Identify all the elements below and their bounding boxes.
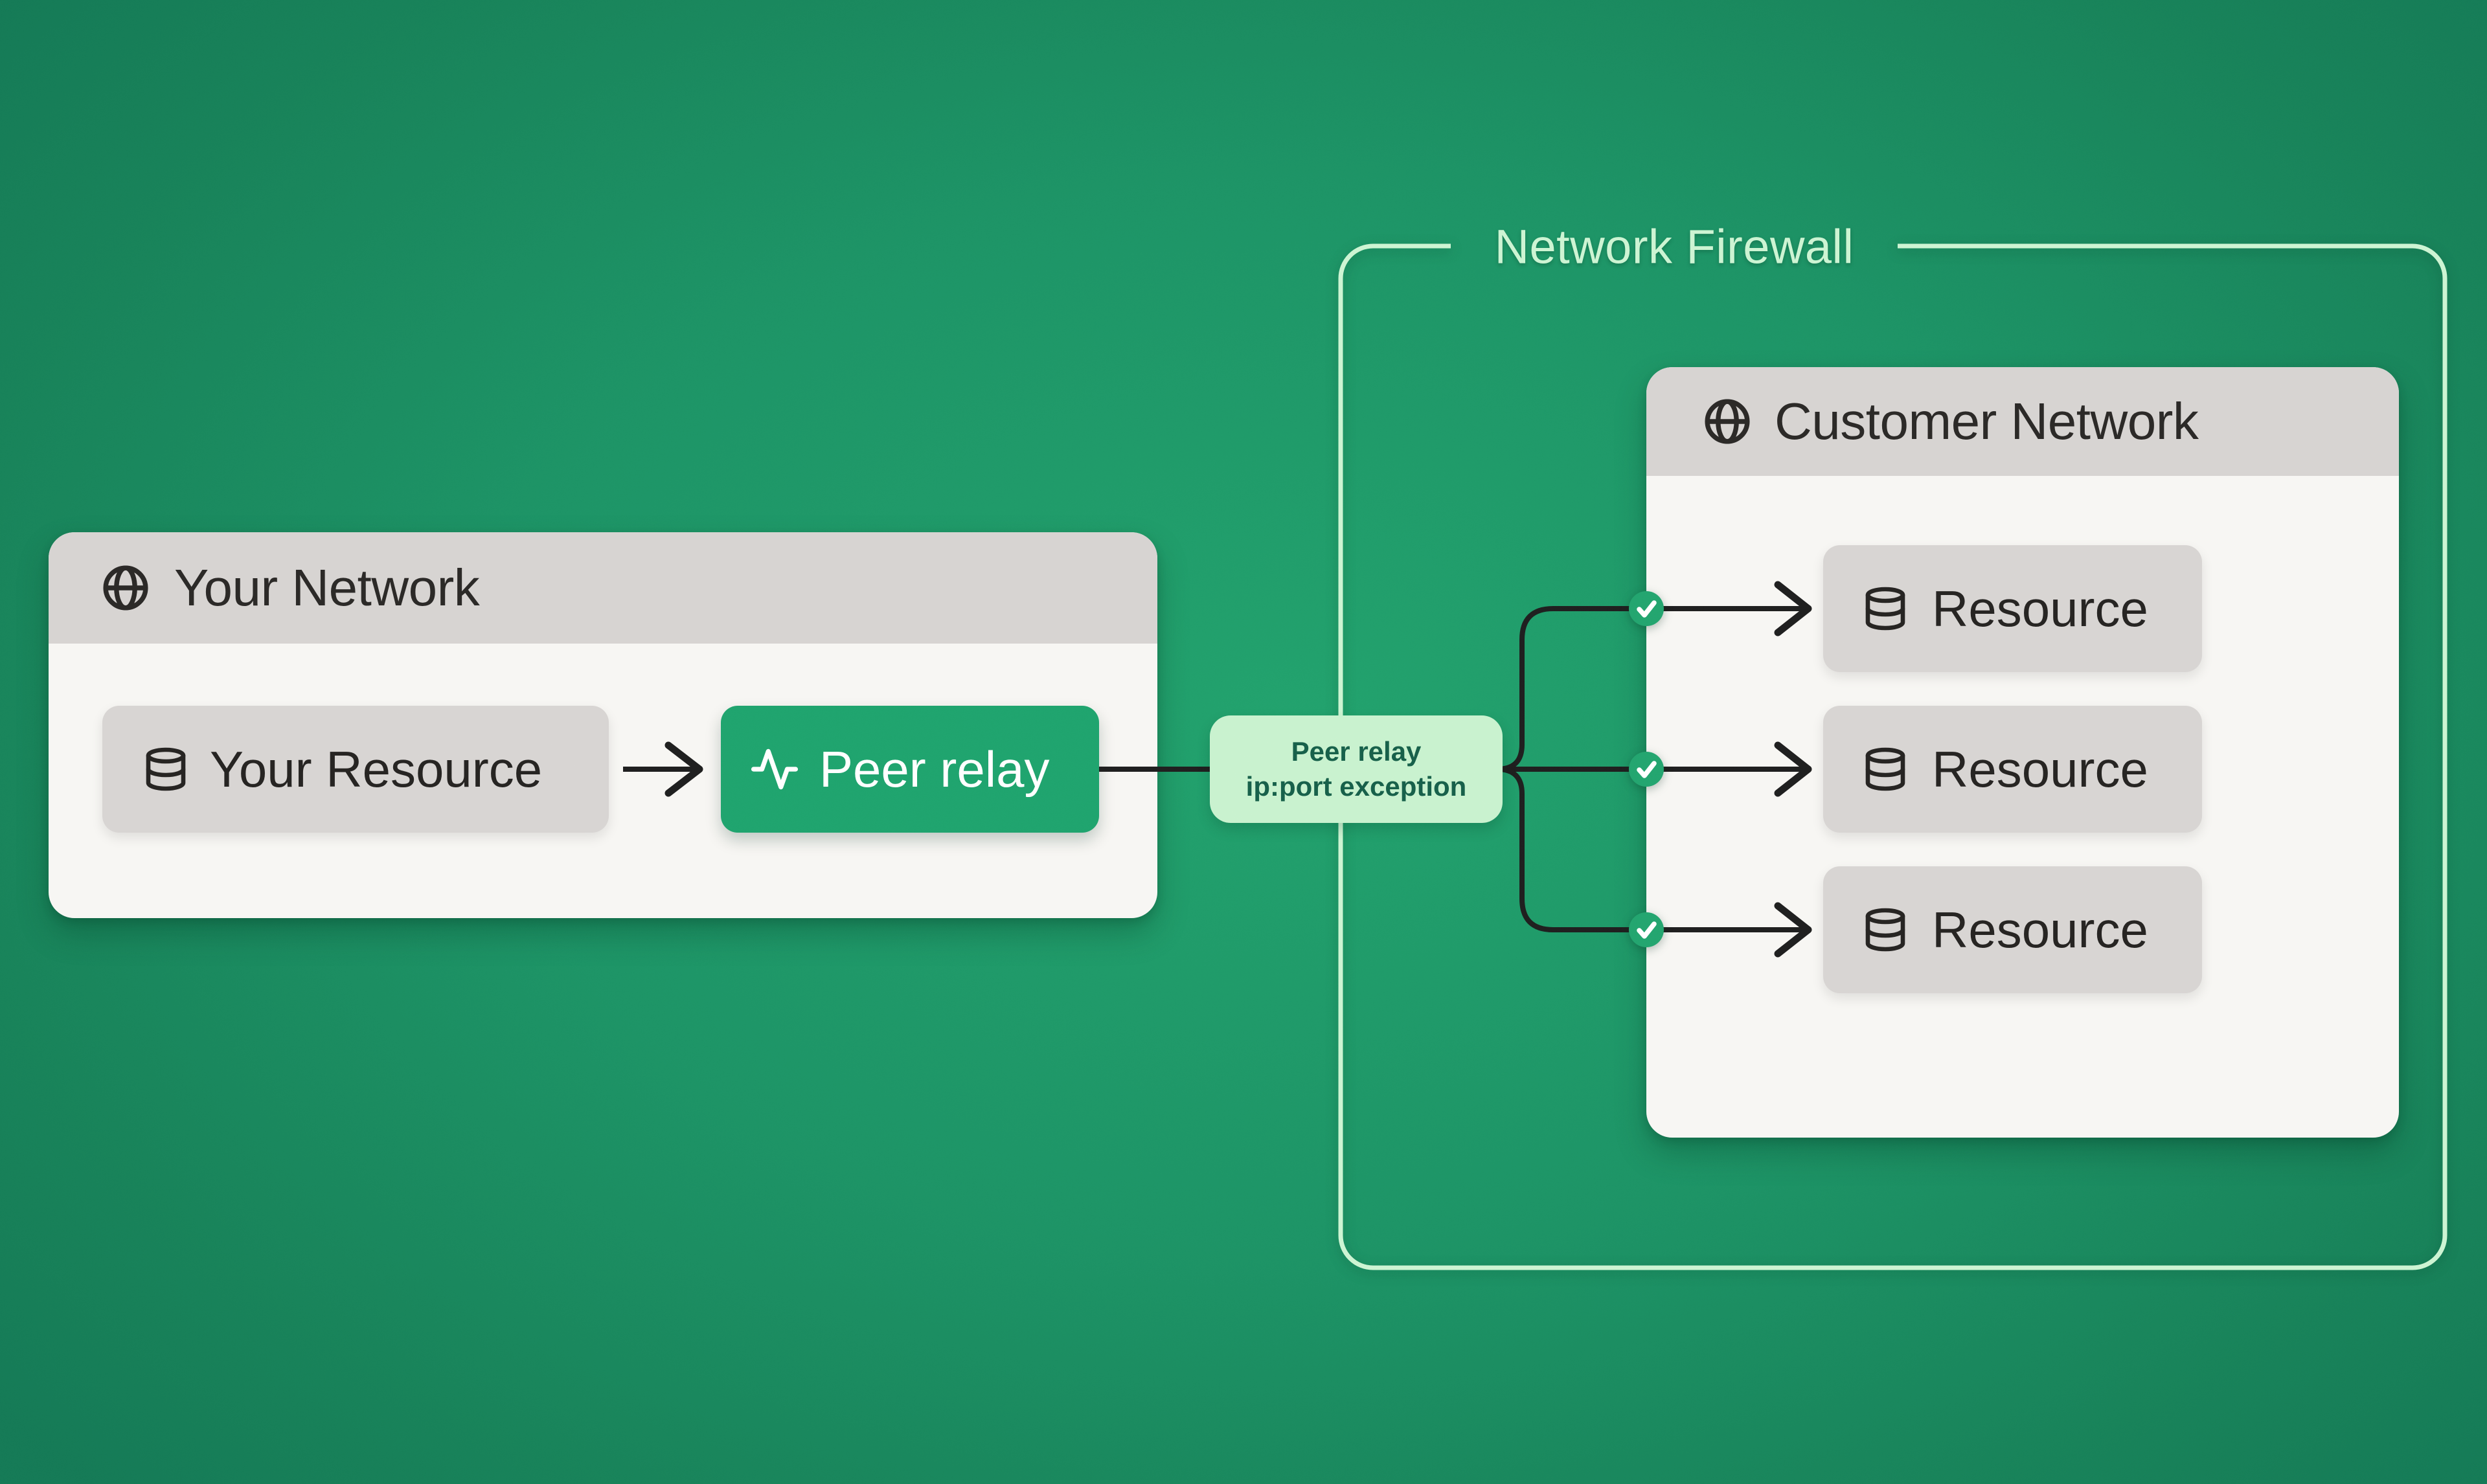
your-resource-node: Your Resource bbox=[102, 706, 609, 833]
badge-line2: ip:port exception bbox=[1245, 771, 1467, 802]
network-firewall-label: Network Firewall bbox=[1494, 219, 1854, 274]
peer-relay-node: Peer relay bbox=[721, 706, 1099, 833]
database-icon bbox=[1862, 905, 1909, 954]
database-icon bbox=[1862, 584, 1909, 633]
your-network-title: Your Network bbox=[174, 559, 480, 616]
resource-label: Resource bbox=[1932, 740, 2148, 798]
resource-node: Resource bbox=[1823, 706, 2202, 833]
peer-relay-exception-badge: Peer relay ip:port exception bbox=[1210, 715, 1503, 823]
globe-icon bbox=[1703, 398, 1751, 445]
database-icon bbox=[142, 745, 189, 794]
resource-node: Resource bbox=[1823, 545, 2202, 672]
database-icon bbox=[1862, 745, 1909, 794]
resource-label: Resource bbox=[1932, 901, 2148, 958]
resource-label: Resource bbox=[1932, 579, 2148, 637]
your-resource-label: Your Resource bbox=[210, 740, 543, 798]
resource-node: Resource bbox=[1823, 866, 2202, 993]
customer-network-header: Customer Network bbox=[1646, 367, 2399, 476]
activity-pulse-icon bbox=[749, 744, 800, 794]
customer-network-title: Customer Network bbox=[1775, 392, 2199, 450]
globe-icon bbox=[102, 564, 150, 612]
peer-relay-label: Peer relay bbox=[819, 740, 1050, 798]
your-network-header: Your Network bbox=[49, 532, 1157, 644]
badge-line1: Peer relay bbox=[1291, 736, 1422, 767]
